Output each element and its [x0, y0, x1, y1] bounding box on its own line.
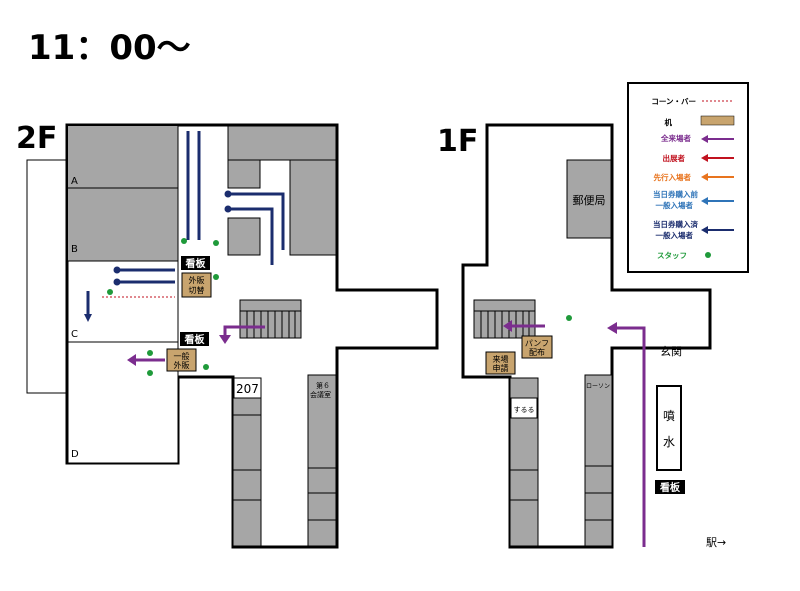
legend-item-all-visitors: 全来場者 [660, 133, 734, 143]
suruga-shop [510, 397, 538, 419]
room-6-label-1: 第６ [316, 381, 330, 390]
desk-label: パンフ [525, 339, 549, 348]
desk-label: 外販 [189, 275, 205, 285]
signboard-2f-top [181, 256, 210, 270]
route-start-dot [224, 205, 232, 213]
staff-2f [107, 238, 219, 376]
fountain-label-1: 噴 [663, 409, 675, 423]
staff-1f [566, 315, 572, 321]
fountain [656, 385, 682, 471]
arrowhead [219, 335, 231, 344]
all-visitors-route-1f [510, 324, 646, 547]
desk-label: 切替 [189, 285, 205, 295]
svg-text:先行入場者: 先行入場者 [654, 172, 692, 182]
room-c-label: C [71, 329, 78, 340]
signboard-1f [655, 480, 685, 494]
floor-2f-label: 2F [16, 121, 57, 156]
block-small-1 [227, 159, 261, 189]
room-207 [233, 377, 262, 399]
legend-item-desk: 机 [665, 115, 735, 127]
signboard-2f-mid [180, 332, 209, 346]
svg-text:机: 机 [665, 117, 673, 127]
corridor-left-2f [232, 377, 262, 547]
desk-pamphlet [521, 335, 553, 359]
desk-label: 申請 [493, 363, 509, 373]
signboard-1f-label: 看板 [660, 481, 681, 494]
entrance-label: 玄関 [660, 344, 682, 358]
room-a-label: A [71, 176, 78, 187]
desk-label: 来場 [493, 354, 509, 364]
suruga-label: するる [514, 406, 535, 414]
floor-1f-label: 1F [437, 124, 478, 159]
post-office [566, 159, 612, 239]
svg-text:全来場者: 全来場者 [660, 133, 691, 143]
corridor-right-1f [584, 374, 613, 547]
rooms-ab [68, 126, 178, 261]
room-d-label: D [71, 449, 79, 460]
room-d [67, 341, 179, 464]
signboard-2f-mid-label: 看板 [185, 333, 206, 346]
legend-item-cone-bar: コーン・バー [651, 97, 734, 106]
time-label: 11：00～ [28, 28, 191, 68]
corridor-right-2f [307, 374, 337, 547]
legend-item-before-purchase: 当日券購入前 一般入場者 [653, 189, 734, 210]
svg-text:当日券購入前: 当日券購入前 [653, 189, 698, 199]
route-start-dot [113, 266, 121, 274]
annex-2f [26, 159, 68, 394]
arrowhead [607, 322, 617, 334]
legend-item-after-purchase: 当日券購入済 一般入場者 [653, 219, 734, 240]
fountain-label-2: 水 [663, 435, 675, 449]
room-c [67, 260, 179, 343]
route-start-dot [224, 190, 232, 198]
desk-label: 配布 [529, 347, 545, 357]
stairs-1f [473, 299, 536, 339]
block-top [227, 125, 337, 161]
all-visitors-route-2f [134, 325, 265, 362]
block-right [289, 159, 337, 256]
arrowhead [127, 354, 136, 366]
route-start-dot [113, 278, 121, 286]
room-207-label: 207 [236, 382, 259, 396]
svg-text:一般入場者: 一般入場者 [656, 200, 694, 210]
legend-item-exhibitors: 出展者 [663, 153, 734, 163]
stairs-2f [239, 299, 302, 339]
signboard-2f-top-label: 看板 [186, 257, 207, 270]
station-label: 駅→ [706, 536, 726, 549]
purchased-general-route-2f [84, 131, 285, 322]
lawson-label: ローソン [586, 383, 610, 390]
desk-label: 外販 [174, 360, 190, 370]
desk-gaihan-kippu [181, 272, 212, 298]
legend-item-early-entry: 先行入場者 [654, 172, 734, 182]
room-b-label: B [71, 244, 78, 255]
svg-text:当日券購入済: 当日券購入済 [653, 219, 698, 229]
room-6-label-2: 会議室 [310, 390, 331, 399]
svg-text:スタッフ: スタッフ [657, 250, 687, 260]
arrowhead [503, 320, 512, 332]
svg-text:一般入場者: 一般入場者 [656, 230, 694, 240]
desk-label: 一般 [174, 351, 190, 361]
block-small-2 [227, 217, 261, 256]
post-office-label: 郵便局 [573, 194, 606, 207]
desk-ippan-gaihan [166, 348, 197, 372]
svg-text:出展者: 出展者 [663, 153, 686, 163]
desk-raijo [485, 351, 516, 375]
legend-item-staff: スタッフ [657, 250, 711, 260]
svg-text:コーン・バー: コーン・バー [651, 97, 696, 106]
